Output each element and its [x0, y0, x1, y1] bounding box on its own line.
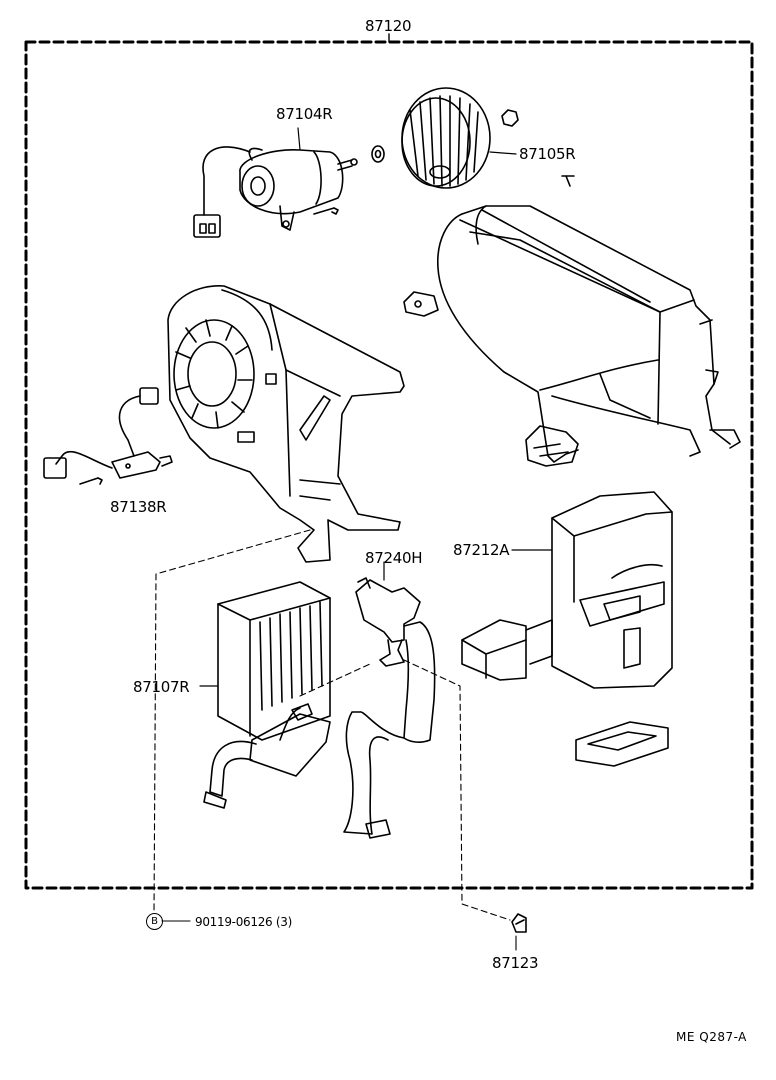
- assembly-number-label: 87120: [365, 17, 412, 35]
- fan-label: 87105R: [519, 145, 576, 163]
- water-valve-label: 87240H: [365, 549, 423, 567]
- water-valve-drawing: [343, 561, 436, 839]
- duct-drawing: [461, 491, 673, 767]
- fastener-symbol: B: [146, 913, 163, 930]
- resistor-label: 87138R: [110, 498, 167, 516]
- leader-lines: [153, 529, 511, 921]
- clip-label: 87123: [492, 954, 539, 972]
- blower-case-drawing: [167, 285, 405, 563]
- fan-drawing: [371, 87, 575, 189]
- heater-core-drawing: [199, 581, 331, 809]
- duct-label: 87212A: [453, 541, 510, 559]
- blower-motor-drawing: [193, 127, 358, 238]
- resistor-drawing: [43, 387, 173, 485]
- blower-motor-label: 87104R: [276, 105, 333, 123]
- clip-drawing: [511, 913, 527, 933]
- heater-core-label: 87107R: [133, 678, 190, 696]
- fastener-part-label: 90119-06126 (3): [195, 915, 292, 929]
- assembly-boundary: [24, 33, 754, 890]
- reference-code: ME Q287-A: [676, 1030, 747, 1044]
- housing-right-drawing: [403, 205, 741, 467]
